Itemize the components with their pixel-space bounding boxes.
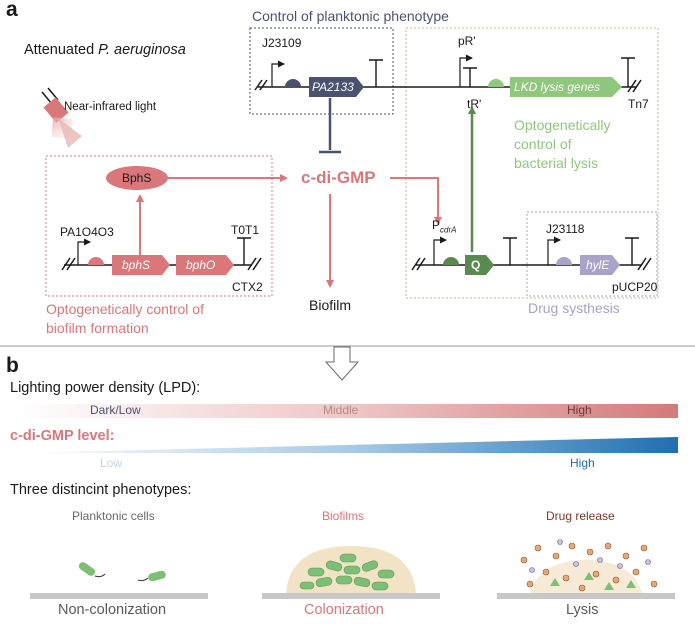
light-label: Near-infrared light [64, 101, 157, 113]
drug-box [526, 211, 658, 297]
lkd-construct [392, 54, 642, 97]
lysis-box [405, 27, 659, 299]
surface-left [30, 593, 208, 599]
phenotype-title-biofilms: Biofilms [322, 509, 365, 523]
hyle-construct [522, 236, 652, 275]
drug-title: Drug systhesis [528, 300, 620, 316]
gene-bpho-label: bphO [186, 258, 216, 272]
terminator-tr-label: tR' [467, 97, 482, 111]
gene-lkd-label: LKD lysis genes [514, 80, 601, 94]
planktonic-cells-icon [78, 562, 166, 582]
biofilm-label: Biofilm [309, 297, 352, 313]
promoter-pcdra-label: PcdrA [432, 218, 457, 235]
phenotype-caption-lysis: Lysis [566, 602, 599, 618]
terminator-t0t1-label: T0T1 [231, 223, 260, 237]
cdigmp-low-label: Low [100, 456, 123, 470]
site-ctx2-label: CTX2 [232, 280, 263, 294]
phenotype-title-planktonic: Planktonic cells [72, 509, 155, 523]
cdigmp-gradient-bar [18, 437, 678, 453]
promoter-j23109-label: J23109 [262, 36, 302, 50]
surface-middle [262, 593, 440, 599]
panel-a-letter: a [6, 0, 18, 21]
phenotype-title-drug-release: Drug release [546, 509, 615, 523]
promoter-pr-label: pR' [458, 34, 476, 48]
gene-pa2133-label: PA2133 [312, 80, 354, 94]
bphs-protein [106, 166, 168, 190]
lysis-debris-icon [520, 539, 658, 593]
cdigmp-hub-label: c-di-GMP [301, 168, 376, 187]
cdigmp-high-label: High [570, 456, 595, 470]
site-pucp20-label: pUCP20 [612, 280, 658, 294]
phenotype-caption-colonization: Colonization [304, 602, 384, 618]
lpd-gradient-bar [18, 404, 678, 418]
lpd-title: Lighting power density (LPD): [10, 380, 201, 396]
planktonic-title: Control of planktonic phenotype [252, 8, 449, 24]
q-construct [411, 236, 522, 275]
phenotypes-title: Three distincint phenotypes: [10, 482, 192, 498]
down-arrow-icon [324, 346, 360, 381]
pa2133-construct [254, 59, 392, 97]
protein-bphs-label: BphS [122, 171, 152, 185]
biofilm-box [45, 155, 273, 297]
biofilm-mound-icon [286, 546, 416, 593]
site-tn7-label: Tn7 [628, 97, 649, 111]
lysis-title: Optogenetically control of bacterial lys… [514, 117, 611, 171]
promoter-pa1-label: PA1O4O3 [60, 225, 114, 239]
strain-label: Attenuated P. aeruginosa [24, 42, 186, 58]
biofilm-title: Optogenetically control of biofilm forma… [46, 301, 204, 336]
planktonic-box [249, 27, 394, 115]
promoter-j23118-label: J23118 [546, 222, 585, 236]
gene-bphs-label: bphS [122, 258, 151, 272]
cdigmp-level-title: c-di-GMP level: [10, 428, 115, 444]
phenotype-caption-noncolonization: Non-colonization [58, 602, 167, 618]
bphs-construct [61, 237, 262, 275]
lpd-high-label: High [567, 403, 592, 417]
lamp-icon [41, 87, 82, 148]
panel-b-letter: b [6, 354, 19, 377]
lpd-middle-label: Middle [323, 403, 359, 417]
gene-q-label: Q [471, 258, 481, 272]
lpd-low-label: Dark/Low [90, 403, 141, 417]
surface-right [497, 593, 675, 599]
gene-hyle-label: hylE [586, 258, 610, 272]
